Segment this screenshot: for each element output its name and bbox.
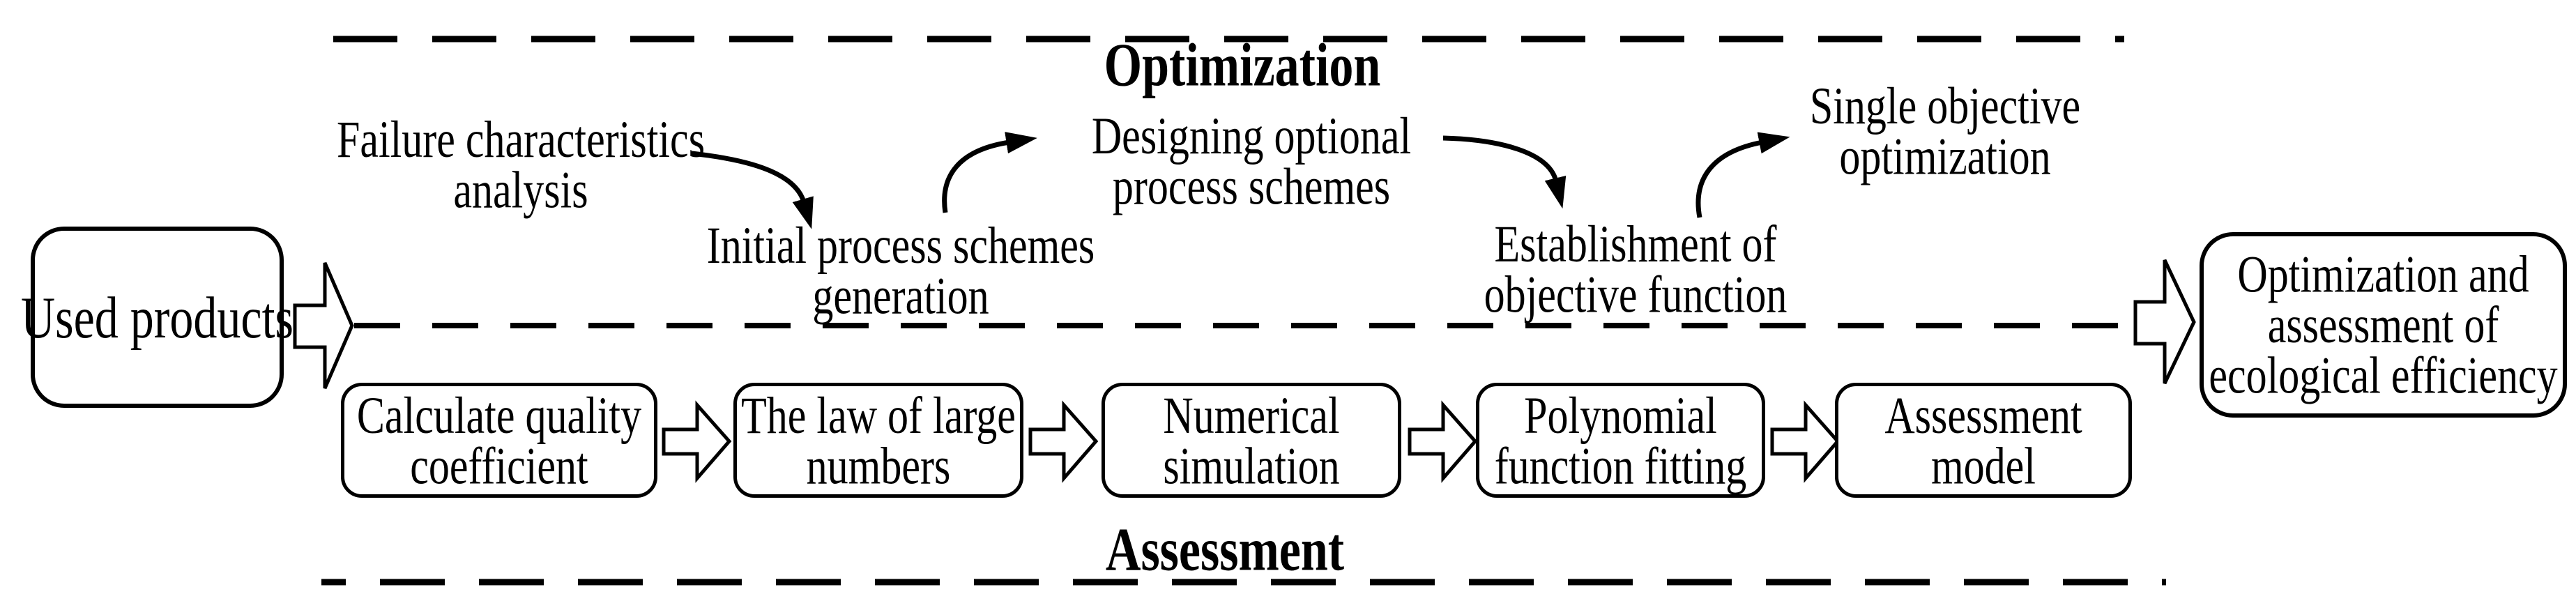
law-of-large-numbers-line2: numbers <box>806 436 951 494</box>
result-line1: Optimization and <box>2237 245 2529 303</box>
designing-schemes-line1: Designing optional <box>1091 107 1412 165</box>
initial-schemes-label: Initial process schemes generation <box>706 216 1095 325</box>
arrow-calculate-to-law <box>662 400 732 483</box>
law-of-large-numbers-line1: The law of large <box>741 386 1016 444</box>
numerical-simulation-line1: Numerical <box>1163 386 1340 444</box>
calculate-quality-label: Calculate quality coefficient <box>356 386 642 494</box>
result-line2: assessment of <box>2267 296 2499 354</box>
designing-schemes-line2: process schemes <box>1112 158 1391 215</box>
establishment-objective-label: Establishment of objective function <box>1484 215 1788 323</box>
polynomial-fitting-line2: function fitting <box>1494 436 1747 494</box>
arrow-designing-to-establishment <box>1442 135 1567 209</box>
arrow-establishment-to-single <box>1695 132 1790 218</box>
failure-analysis-label: Failure characteristics analysis <box>336 110 706 219</box>
establishment-objective-line2: objective function <box>1484 266 1788 323</box>
arrow-polynomial-to-model <box>1770 400 1840 483</box>
arrow-failure-to-initial <box>691 151 814 229</box>
arrow-numerical-to-polynomial <box>1408 400 1478 483</box>
numerical-simulation-line2: simulation <box>1163 436 1340 494</box>
used-products-label: Used products <box>21 284 294 351</box>
optimization-section-title: Optimization <box>1104 32 1381 100</box>
single-objective-line2: optimization <box>1839 128 2051 185</box>
single-objective-label: Single objective optimization <box>1809 77 2081 185</box>
failure-analysis-line2: analysis <box>453 161 588 219</box>
result-label: Optimization and assessment of ecologica… <box>2209 245 2558 404</box>
used-products-flow-arrow <box>293 262 354 389</box>
arrow-law-to-numerical <box>1028 400 1099 483</box>
assessment-model-line1: Assessment <box>1884 386 2082 444</box>
initial-schemes-line2: generation <box>812 267 989 325</box>
single-objective-line1: Single objective <box>1809 77 2081 135</box>
used-products-box: Used products <box>21 227 294 408</box>
result-line3: ecological efficiency <box>2209 346 2558 404</box>
assessment-section-title: Assessment <box>1105 517 1345 584</box>
initial-schemes-line1: Initial process schemes <box>706 216 1095 274</box>
law-of-large-numbers-label: The law of large numbers <box>741 386 1016 494</box>
polynomial-fitting-line1: Polynomial <box>1524 386 1717 444</box>
calculate-quality-line2: coefficient <box>410 436 588 494</box>
designing-schemes-label: Designing optional process schemes <box>1091 107 1412 215</box>
numerical-simulation-label: Numerical simulation <box>1163 386 1340 494</box>
establishment-objective-line1: Establishment of <box>1494 215 1777 273</box>
calculate-quality-box: Calculate quality coefficient <box>341 383 657 498</box>
assessment-model-line2: model <box>1931 436 2036 494</box>
calculate-quality-line1: Calculate quality <box>356 386 642 444</box>
polynomial-fitting-box: Polynomial function fitting <box>1476 383 1765 498</box>
failure-analysis-line1: Failure characteristics <box>336 110 706 168</box>
result-flow-arrow <box>2133 259 2196 385</box>
arrow-initial-to-designing <box>942 132 1037 213</box>
law-of-large-numbers-box: The law of large numbers <box>733 383 1023 498</box>
polynomial-fitting-label: Polynomial function fitting <box>1494 386 1747 494</box>
numerical-simulation-box: Numerical simulation <box>1102 383 1401 498</box>
assessment-model-label: Assessment model <box>1884 386 2082 494</box>
result-box: Optimization and assessment of ecologica… <box>2200 232 2567 418</box>
assessment-model-box: Assessment model <box>1835 383 2132 498</box>
